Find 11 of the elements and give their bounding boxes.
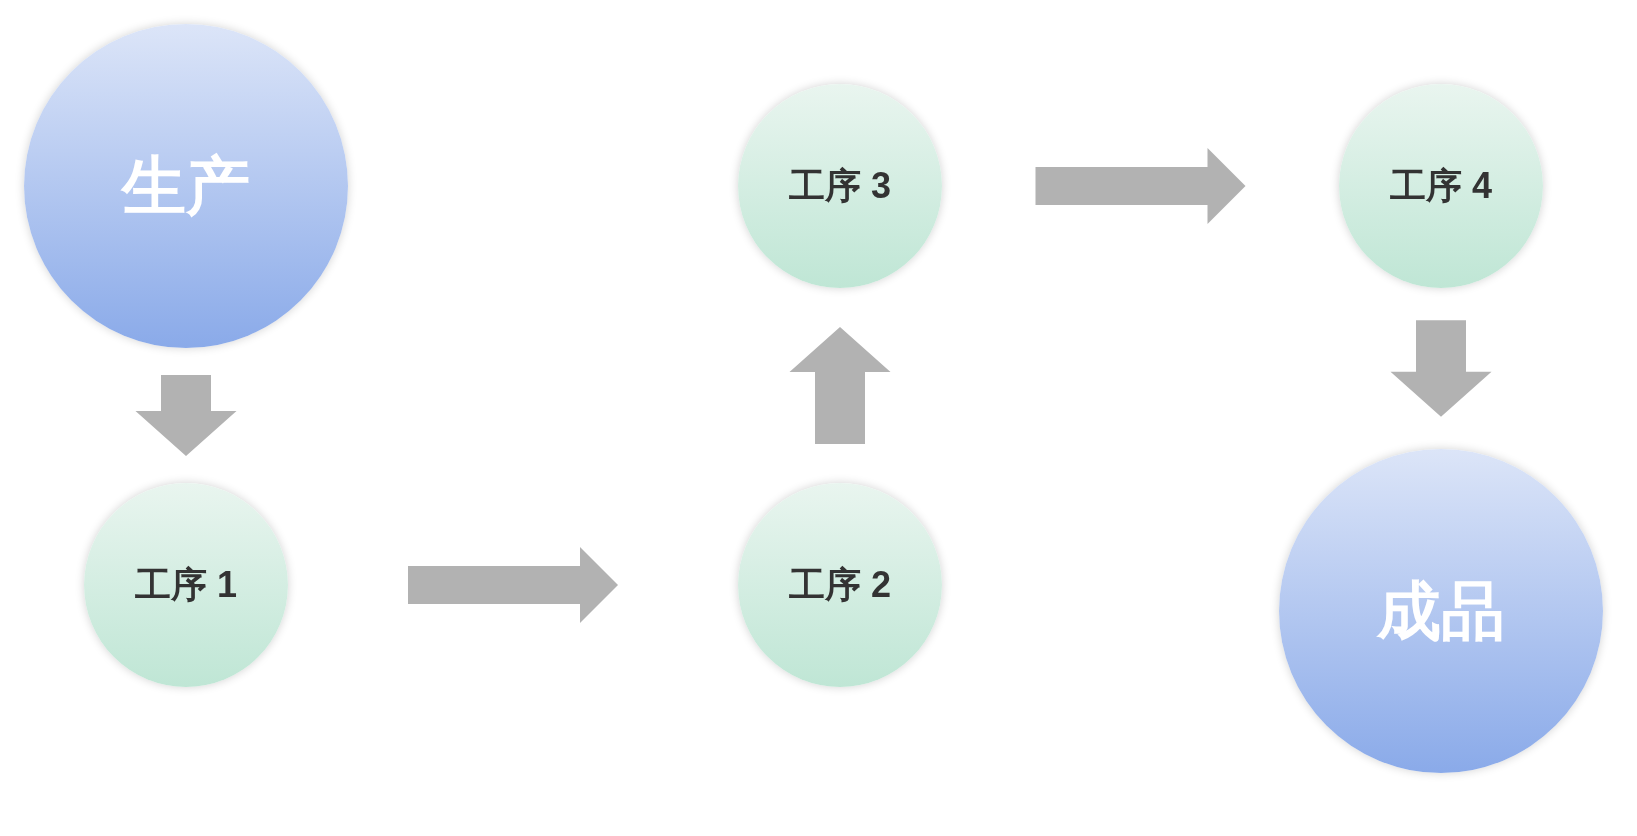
node-label: 工序 3 [789,163,891,208]
block-arrow [1390,320,1492,417]
node-label: 生产 [122,148,250,224]
node-label: 工序 4 [1390,163,1492,208]
node-label: 成品 [1377,573,1505,649]
node-label: 工序 2 [789,562,891,607]
block-arrow [789,327,891,444]
block-arrow [135,375,237,456]
node-label: 工序 1 [135,562,237,607]
block-arrow [1035,148,1246,224]
block-arrow [408,547,618,623]
